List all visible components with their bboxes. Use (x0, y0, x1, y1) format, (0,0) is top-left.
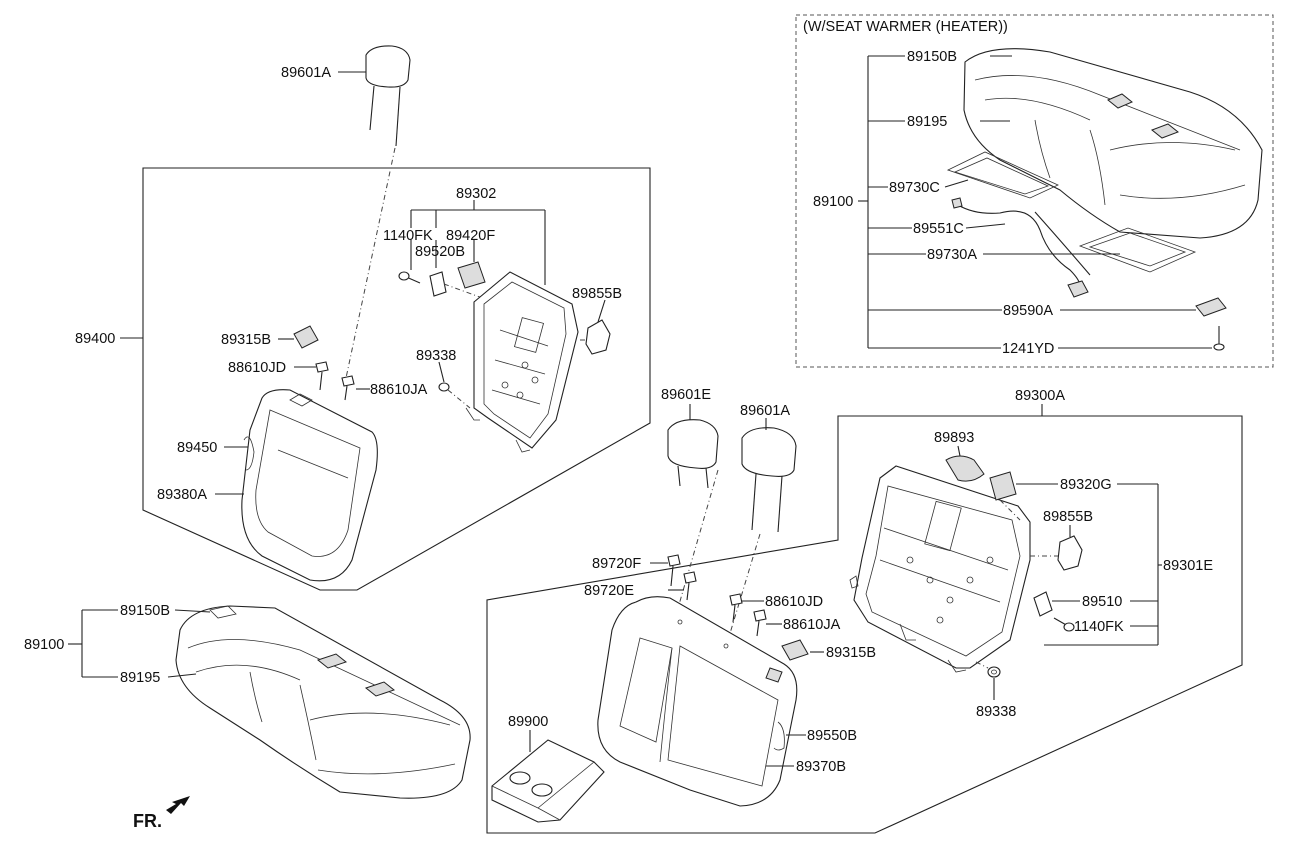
label-89150B-heater: 89150B (907, 49, 957, 65)
guide-88610JA-top (341, 375, 355, 401)
label-89338-top: 89338 (416, 348, 456, 364)
label-89320G: 89320G (1060, 477, 1112, 493)
bushing-89338-top (438, 382, 450, 392)
label-1241YD: 1241YD (1002, 341, 1054, 357)
cover-89315B-right (781, 639, 809, 661)
label-89720F: 89720F (592, 556, 641, 572)
label-88610JA-top: 88610JA (370, 382, 428, 398)
headrest-89601E (667, 419, 719, 489)
front-direction-label: FR. (133, 811, 162, 831)
label-89302: 89302 (456, 186, 496, 202)
guide-89720E (683, 571, 697, 601)
label-89601A-top: 89601A (281, 65, 331, 81)
latch-89510 (1033, 591, 1053, 617)
seatback-frame-left (465, 271, 579, 453)
seat-cushion-bottom-left (175, 605, 471, 799)
label-89300A: 89300A (1015, 388, 1065, 404)
label-89551C: 89551C (913, 221, 964, 237)
label-89510: 89510 (1082, 594, 1122, 610)
label-89301E: 89301E (1163, 558, 1213, 574)
label-89601A-mid: 89601A (740, 403, 790, 419)
label-89730A: 89730A (927, 247, 977, 263)
label-1140FK-top: 1140FK (383, 228, 433, 244)
heater-seat-cushion (963, 48, 1263, 239)
guide-88610JD-top (315, 361, 329, 391)
label-89420F: 89420F (446, 228, 495, 244)
label-89855B-top: 89855B (572, 286, 622, 302)
heater-box-title: (W/SEAT WARMER (HEATER)) (803, 19, 1008, 35)
bolt-1140FK-right (1053, 617, 1075, 632)
label-89195-bottom: 89195 (120, 670, 160, 686)
label-89900: 89900 (508, 714, 548, 730)
label-89100-bottom: 89100 (24, 637, 64, 653)
label-89315B-top: 89315B (221, 332, 271, 348)
heater-control-89590A (1195, 297, 1227, 317)
left-backrest-group-outline (142, 167, 651, 591)
seatback-cover-right (597, 596, 798, 807)
label-89590A: 89590A (1003, 303, 1053, 319)
latch-89855B-top (585, 319, 611, 355)
latch-cover-89320G (989, 471, 1017, 501)
label-89100-heater: 89100 (813, 194, 853, 210)
guide-88610JA-right (753, 609, 767, 637)
label-89520B: 89520B (415, 244, 465, 260)
right-backrest-group-outline (486, 415, 1243, 834)
latch-cover-89420F (457, 261, 486, 289)
label-89720E: 89720E (584, 583, 634, 599)
heater-pad-89730C (946, 151, 1059, 199)
label-89370B: 89370B (796, 759, 846, 775)
label-88610JD-right: 88610JD (765, 594, 823, 610)
label-1140FK-right: 1140FK (1074, 619, 1124, 635)
cover-89893 (945, 455, 985, 482)
front-direction-arrow (166, 796, 190, 814)
label-89338-right: 89338 (976, 704, 1016, 720)
guide-89720F (667, 554, 681, 587)
label-89195-heater: 89195 (907, 114, 947, 130)
latch-89855B-right (1057, 535, 1083, 571)
label-89400: 89400 (75, 331, 115, 347)
bolt-1140FK-top (398, 271, 421, 284)
label-88610JA-right: 88610JA (783, 617, 841, 633)
headrest-89601A-mid (741, 427, 797, 533)
guide-88610JD-right (729, 593, 743, 623)
label-89893: 89893 (934, 430, 974, 446)
bushing-89338-right (987, 666, 1001, 678)
headrest-89601A-top (365, 45, 411, 147)
screw-1241YD (1213, 326, 1225, 351)
label-89550B: 89550B (807, 728, 857, 744)
label-89730C: 89730C (889, 180, 940, 196)
heater-bracket (858, 55, 1212, 349)
heater-box-frame (795, 14, 1274, 368)
latch-89520B (429, 271, 447, 297)
seatback-cover-left (241, 389, 378, 582)
label-88610JD-top: 88610JD (228, 360, 286, 376)
label-89380A: 89380A (157, 487, 207, 503)
heater-wiring-harness (957, 204, 1081, 293)
heater-pad-89730A (1078, 227, 1197, 273)
label-89855B-right: 89855B (1043, 509, 1093, 525)
label-89150B-bottom: 89150B (120, 603, 170, 619)
label-89315B-right: 89315B (826, 645, 876, 661)
label-89450: 89450 (177, 440, 217, 456)
armrest-89900 (491, 739, 605, 823)
cover-89315B-top (293, 325, 319, 349)
label-89601E: 89601E (661, 387, 711, 403)
